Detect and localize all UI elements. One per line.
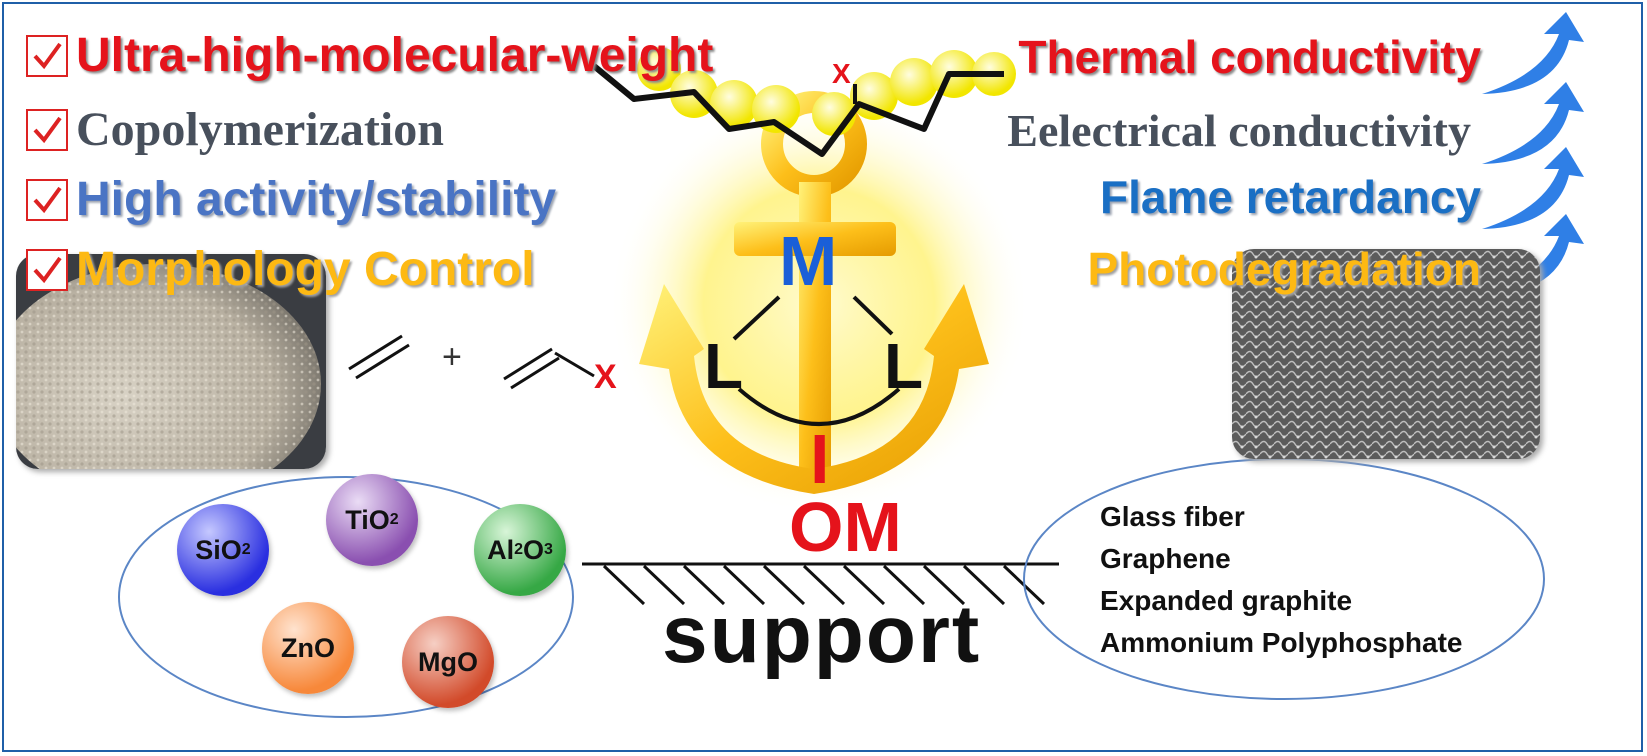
oxide-label: Al	[487, 534, 515, 565]
oxide-label: MgO	[418, 646, 478, 677]
feature-2: Copolymerization	[26, 100, 444, 160]
support-materials: Glass fiber Graphene Expanded graphite A…	[1100, 496, 1462, 664]
oxide-label: ZnO	[281, 632, 335, 663]
support-item: Graphene	[1100, 543, 1231, 574]
oxide-subscript: 2	[514, 541, 523, 558]
support-item: Expanded graphite	[1100, 585, 1353, 616]
ethylene-monomer	[348, 334, 410, 380]
property-3: Flame retardancy	[1100, 171, 1481, 223]
oxide-zno: ZnO	[262, 602, 354, 694]
feature-label: Morphology Control	[76, 243, 535, 296]
sem-photo	[1232, 249, 1540, 459]
polymer-chain	[592, 63, 1004, 157]
feature-label: Copolymerization	[76, 103, 444, 156]
feature-label: High activity/stability	[76, 173, 557, 226]
oxide-subscript: 2	[241, 541, 251, 558]
oxide-label-tail: O	[522, 534, 544, 565]
metal-atom: M	[779, 222, 838, 300]
plus-sign: +	[442, 338, 462, 376]
anchor-arms	[639, 284, 989, 494]
oxide-label: SiO	[195, 534, 242, 565]
oxide-mgo: MgO	[402, 616, 494, 708]
anchor-stock	[734, 222, 896, 256]
feature-4: Morphology Control	[26, 240, 535, 300]
ligand-bridge	[737, 387, 901, 426]
checkbox-icon	[26, 179, 68, 221]
bond-left	[732, 295, 781, 341]
property-1: Thermal conductivity	[1018, 31, 1481, 83]
bond-right	[852, 295, 894, 336]
support-item: Ammonium Polyphosphate	[1100, 627, 1463, 658]
feature-1: Ultra-high-molecular-weight	[26, 26, 713, 86]
support-label: support	[662, 589, 982, 680]
checkbox-icon	[26, 35, 68, 77]
oxide-subscript-2: 3	[544, 541, 553, 558]
property-4: Photodegradation	[1087, 243, 1481, 295]
ligand-right: L	[884, 330, 924, 402]
oxide-label: TiO	[345, 504, 390, 535]
anchor-graphic	[118, 12, 1584, 718]
checkbox-icon	[26, 109, 68, 151]
ligand-left: L	[704, 330, 744, 402]
oxide-ellipse	[118, 476, 574, 718]
comonomer-substituent: X	[594, 358, 617, 396]
linker-atom: I	[810, 420, 830, 498]
support-item: Glass fiber	[1100, 501, 1245, 532]
checkbox-icon	[26, 249, 68, 291]
increase-arrows	[1482, 12, 1584, 296]
feature-label: Ultra-high-molecular-weight	[76, 29, 714, 82]
support-ellipse	[1023, 458, 1545, 700]
feature-3: High activity/stability	[26, 170, 556, 230]
comonomer	[503, 347, 595, 390]
anchor-group: OM	[789, 488, 902, 566]
property-2: Eelectrical conductivity	[1007, 105, 1471, 156]
chain-substituent: X	[832, 58, 851, 89]
oxide-subscript: 2	[389, 511, 399, 528]
